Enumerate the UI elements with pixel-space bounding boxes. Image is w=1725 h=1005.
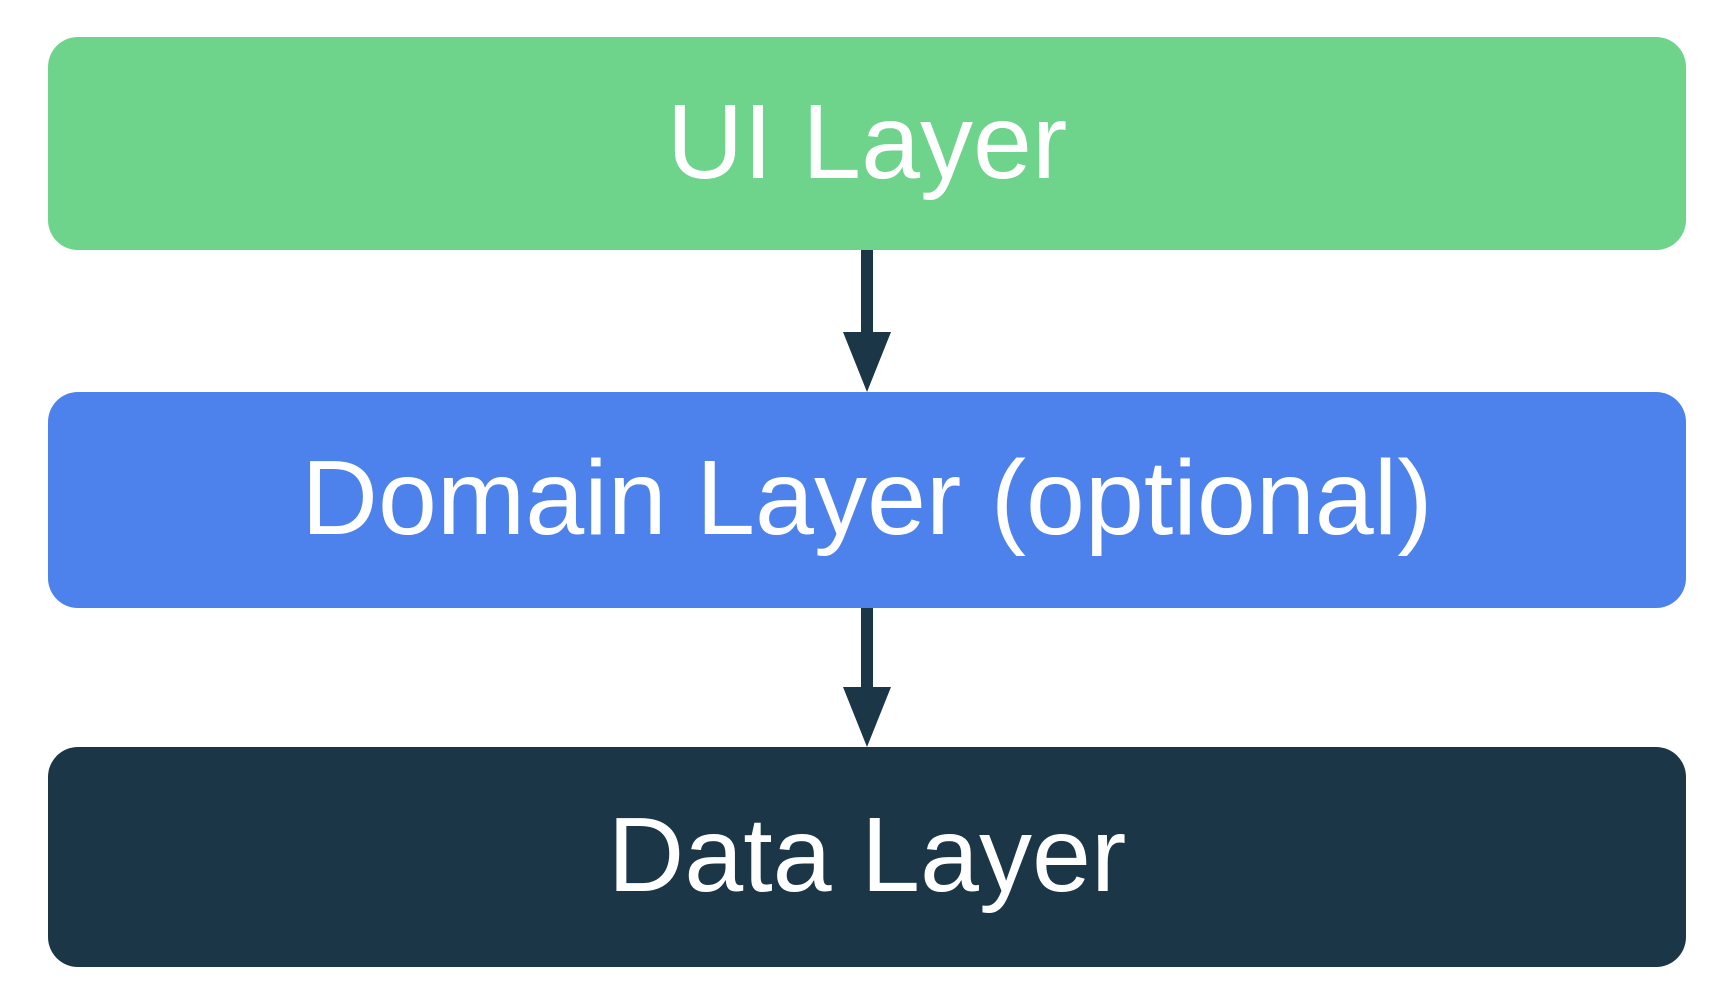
arrow-head-down-icon — [843, 332, 891, 392]
arrow-shaft — [861, 608, 873, 687]
data-layer-label: Data Layer — [607, 796, 1127, 914]
domain-layer-label: Domain Layer (optional) — [301, 439, 1433, 557]
arrow-domain-to-data — [843, 608, 891, 747]
ui-layer-box: UI Layer — [48, 37, 1686, 250]
arrow-head-down-icon — [843, 687, 891, 747]
ui-layer-label: UI Layer — [666, 82, 1068, 201]
arrow-shaft — [861, 250, 873, 332]
arrow-ui-to-domain — [843, 250, 891, 392]
data-layer-box: Data Layer — [48, 747, 1686, 967]
domain-layer-box: Domain Layer (optional) — [48, 392, 1686, 608]
